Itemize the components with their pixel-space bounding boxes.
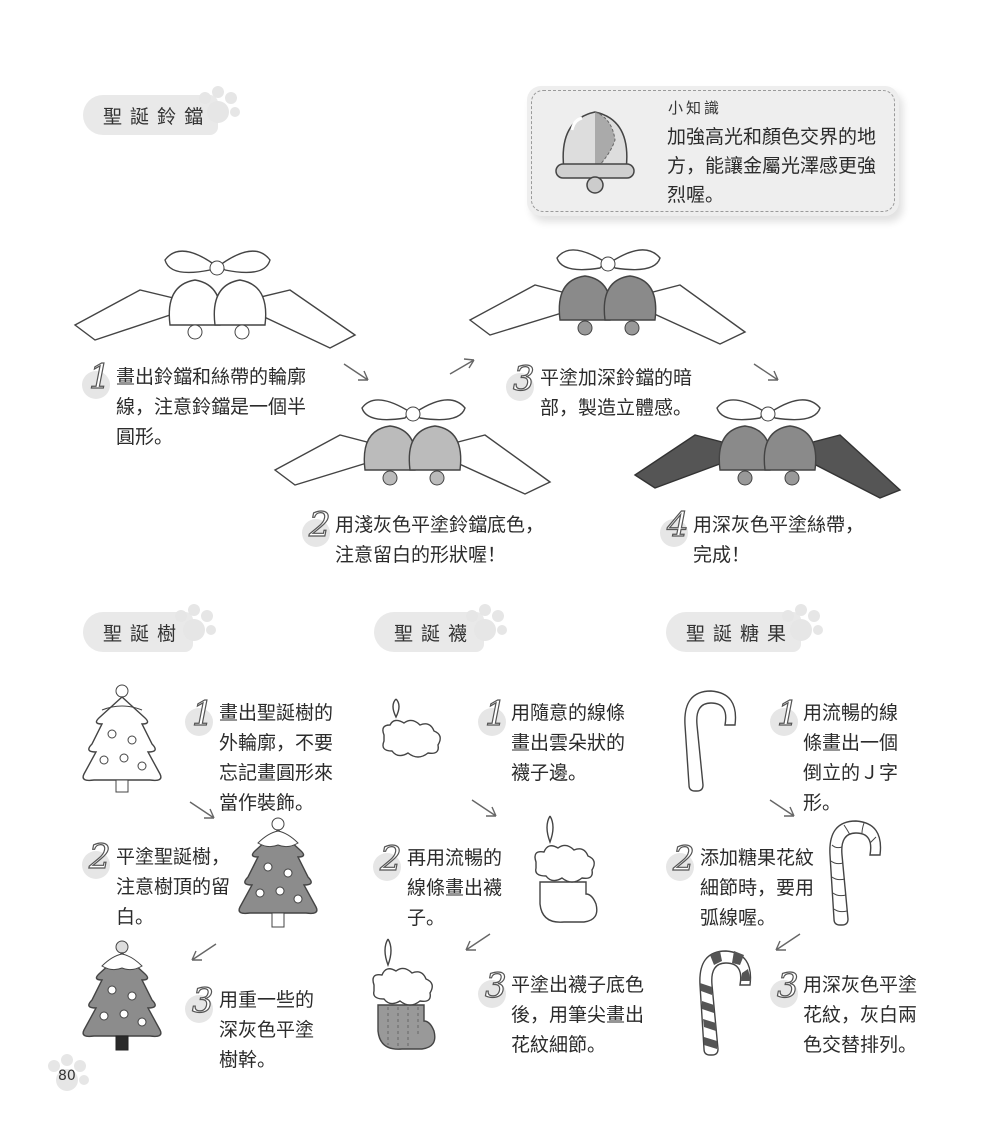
tree-step-3-text: 用重一些的深灰色平塗樹幹。 xyxy=(219,989,315,1071)
section-title-tree: 聖誕樹 xyxy=(83,612,193,652)
step-number-badge: 1 xyxy=(82,356,118,399)
section-title-text: 聖誕襪 xyxy=(394,622,476,645)
bell-shading-illustration xyxy=(468,249,747,345)
bell-complete-illustration xyxy=(633,399,902,499)
section-title-text: 聖誕糖果 xyxy=(686,622,795,645)
step-number-badge: 2 xyxy=(82,836,118,879)
paw-icon xyxy=(199,86,240,123)
bell-step-1-text: 畫出鈴鐺和絲帶的輪廓線，注意鈴鐺是一個半圓形。 xyxy=(116,366,307,448)
candy-step-2-text: 添加糖果花紋細節時，要用弧線喔。 xyxy=(700,847,815,929)
candy-step-3-text: 用深灰色平塗花紋，灰白兩色交替排列。 xyxy=(803,974,918,1056)
candy-complete-illustration xyxy=(699,950,752,1056)
step-number-badge: 4 xyxy=(660,504,696,547)
step-number-badge: 2 xyxy=(666,838,702,881)
section-title-text: 聖誕鈴鐺 xyxy=(103,105,212,128)
section-title-candy: 聖誕糖果 xyxy=(666,612,801,652)
arrow-down-left-icon xyxy=(775,933,801,951)
paw-icon xyxy=(782,604,823,641)
arrow-down-left-icon xyxy=(191,943,217,961)
candy-pattern-illustration xyxy=(829,820,882,926)
step-number-badge: 1 xyxy=(478,693,514,736)
sock-step-2-text: 再用流暢的線條畫出襪子。 xyxy=(407,847,503,929)
sock-outline-illustration xyxy=(534,815,598,923)
step-number-badge: 1 xyxy=(770,693,806,736)
arrow-down-right-icon xyxy=(189,801,215,819)
sock-step-1-text: 用隨意的線條畫出雲朵狀的襪子邊。 xyxy=(511,702,626,784)
arrow-down-left-icon xyxy=(465,933,491,951)
bell-step-3-text: 平塗加深鈴鐺的暗部，製造立體感。 xyxy=(540,367,693,419)
section-title-sock: 聖誕襪 xyxy=(374,612,484,652)
sock-step-3-text: 平塗出襪子底色後，用筆尖畫出花紋細節。 xyxy=(511,974,645,1056)
tree-base-color-illustration xyxy=(238,817,318,928)
tree-step-2-text: 平塗聖誕樹，注意樹頂的留白。 xyxy=(116,846,231,928)
step-number-badge: 2 xyxy=(302,504,338,547)
tree-outline-illustration xyxy=(82,684,162,793)
arrow-down-right-icon xyxy=(471,799,497,817)
step-number-badge: 3 xyxy=(478,965,514,1008)
paw-icon xyxy=(466,604,507,641)
bell-step-4-text: 用深灰色平塗絲帶，完成！ xyxy=(693,514,865,566)
tree-step-1-text: 畫出聖誕樹的外輪廓，不要忘記畫圓形來當作裝飾。 xyxy=(219,702,334,814)
step-number-badge: 1 xyxy=(185,693,221,736)
sock-complete-illustration xyxy=(372,938,436,1050)
bell-outline-illustration xyxy=(73,250,357,349)
page-number: 80 xyxy=(58,1068,76,1084)
step-number-badge: 3 xyxy=(770,965,806,1008)
tip-body: 加強高光和顏色交界的地方，能讓金屬光澤感更強烈喔。 xyxy=(667,126,877,206)
tip-title: 小知識 xyxy=(668,99,723,117)
step-number-badge: 3 xyxy=(185,980,221,1023)
bell-tip-illustration xyxy=(555,111,635,194)
section-title-bells: 聖誕鈴鐺 xyxy=(83,95,218,135)
step-number-badge: 3 xyxy=(506,358,542,401)
tree-complete-illustration xyxy=(82,940,162,1051)
arrow-down-right-icon xyxy=(753,363,779,381)
candy-outline-illustration xyxy=(684,690,737,792)
arrow-up-right-icon xyxy=(449,358,475,375)
arrow-down-right-icon xyxy=(343,363,369,381)
paw-icon xyxy=(175,604,216,641)
bell-base-color-illustration xyxy=(273,399,552,495)
step-number-badge: 2 xyxy=(373,838,409,881)
candy-step-1-text: 用流暢的線條畫出一個倒立的Ｊ字形。 xyxy=(803,702,899,814)
sock-cuff-illustration xyxy=(382,698,441,758)
bell-step-2-text: 用淺灰色平塗鈴鐺底色，注意留白的形狀喔！ xyxy=(335,514,545,566)
arrow-down-right-icon xyxy=(769,799,795,817)
section-title-text: 聖誕樹 xyxy=(103,622,185,645)
